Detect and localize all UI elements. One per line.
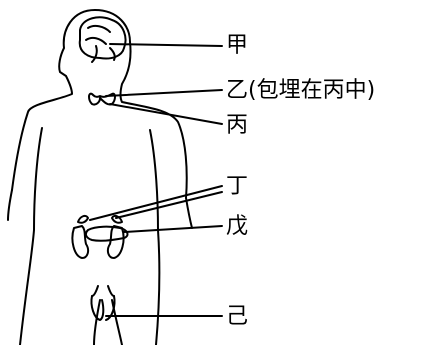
label-jia: 甲	[226, 34, 248, 58]
leg-divider	[94, 300, 100, 345]
label-bing: 丙	[226, 114, 248, 138]
brain-icon	[80, 17, 126, 62]
pancreas-icon	[86, 227, 128, 241]
body-outline	[12, 10, 95, 190]
label-ji: 己	[226, 305, 248, 329]
leader-line-yi	[106, 90, 222, 96]
leader-line-jia	[110, 44, 222, 46]
leader-line-ding-a	[90, 186, 222, 220]
arm-right	[186, 198, 192, 228]
label-wu: 戊	[226, 215, 248, 239]
leader-line-wu	[124, 226, 222, 232]
leader-line-bing	[110, 104, 222, 124]
leader-line-ding-b	[116, 192, 222, 218]
label-yi: 乙(包埋在丙中)	[226, 79, 375, 103]
torso-left-side	[20, 128, 42, 345]
torso-right-side	[150, 130, 159, 345]
testis-icon	[91, 286, 114, 320]
arm-left	[8, 190, 12, 220]
kidney-icon	[72, 226, 123, 258]
label-ding: 丁	[226, 175, 248, 199]
